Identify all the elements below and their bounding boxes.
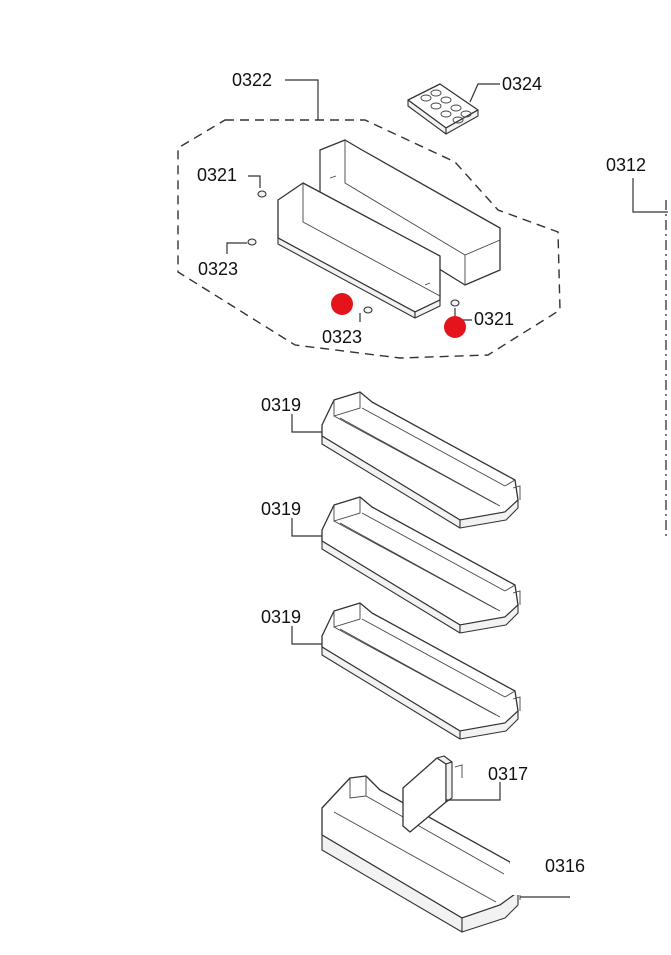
fastener-0323-bottom[interactable] xyxy=(363,306,373,314)
label-0321-top[interactable]: 0321 xyxy=(197,165,237,185)
fastener-0323-left[interactable] xyxy=(247,238,257,246)
label-0322[interactable]: 0322 xyxy=(232,70,272,90)
leader-0321-top xyxy=(248,175,261,188)
label-0324[interactable]: 0324 xyxy=(502,74,542,94)
assembly-group-outline xyxy=(177,119,561,359)
fastener-0321-right[interactable] xyxy=(450,299,460,307)
label-0316[interactable]: 0316 xyxy=(545,856,585,876)
label-0319-a[interactable]: 0319 xyxy=(261,395,301,415)
leader-0319-b xyxy=(291,518,322,537)
bottle-shelf-0316[interactable] xyxy=(321,775,521,933)
leader-0322 xyxy=(285,79,319,120)
leader-0317 xyxy=(446,782,501,801)
shelf-front-0322[interactable] xyxy=(277,182,441,319)
divider-0317[interactable] xyxy=(402,755,463,833)
egg-tray-0324[interactable] xyxy=(407,83,479,135)
leader-0323-left xyxy=(226,242,247,254)
label-0323-left[interactable]: 0323 xyxy=(198,259,238,279)
leader-0319-c xyxy=(291,626,322,645)
marker-dot-2[interactable] xyxy=(444,316,466,338)
label-0317[interactable]: 0317 xyxy=(488,764,528,784)
leader-0319-a xyxy=(291,414,322,433)
leader-0324 xyxy=(469,83,500,103)
label-0312[interactable]: 0312 xyxy=(606,155,646,175)
label-0323-bottom[interactable]: 0323 xyxy=(322,327,362,347)
label-0321-right[interactable]: 0321 xyxy=(474,309,514,329)
label-0316-mask xyxy=(510,855,600,895)
fastener-0321-top[interactable] xyxy=(257,190,267,198)
leader-0312 xyxy=(632,178,668,213)
label-0319-c[interactable]: 0319 xyxy=(261,607,301,627)
label-0319-b[interactable]: 0319 xyxy=(261,499,301,519)
marker-dot-1[interactable] xyxy=(331,293,353,315)
